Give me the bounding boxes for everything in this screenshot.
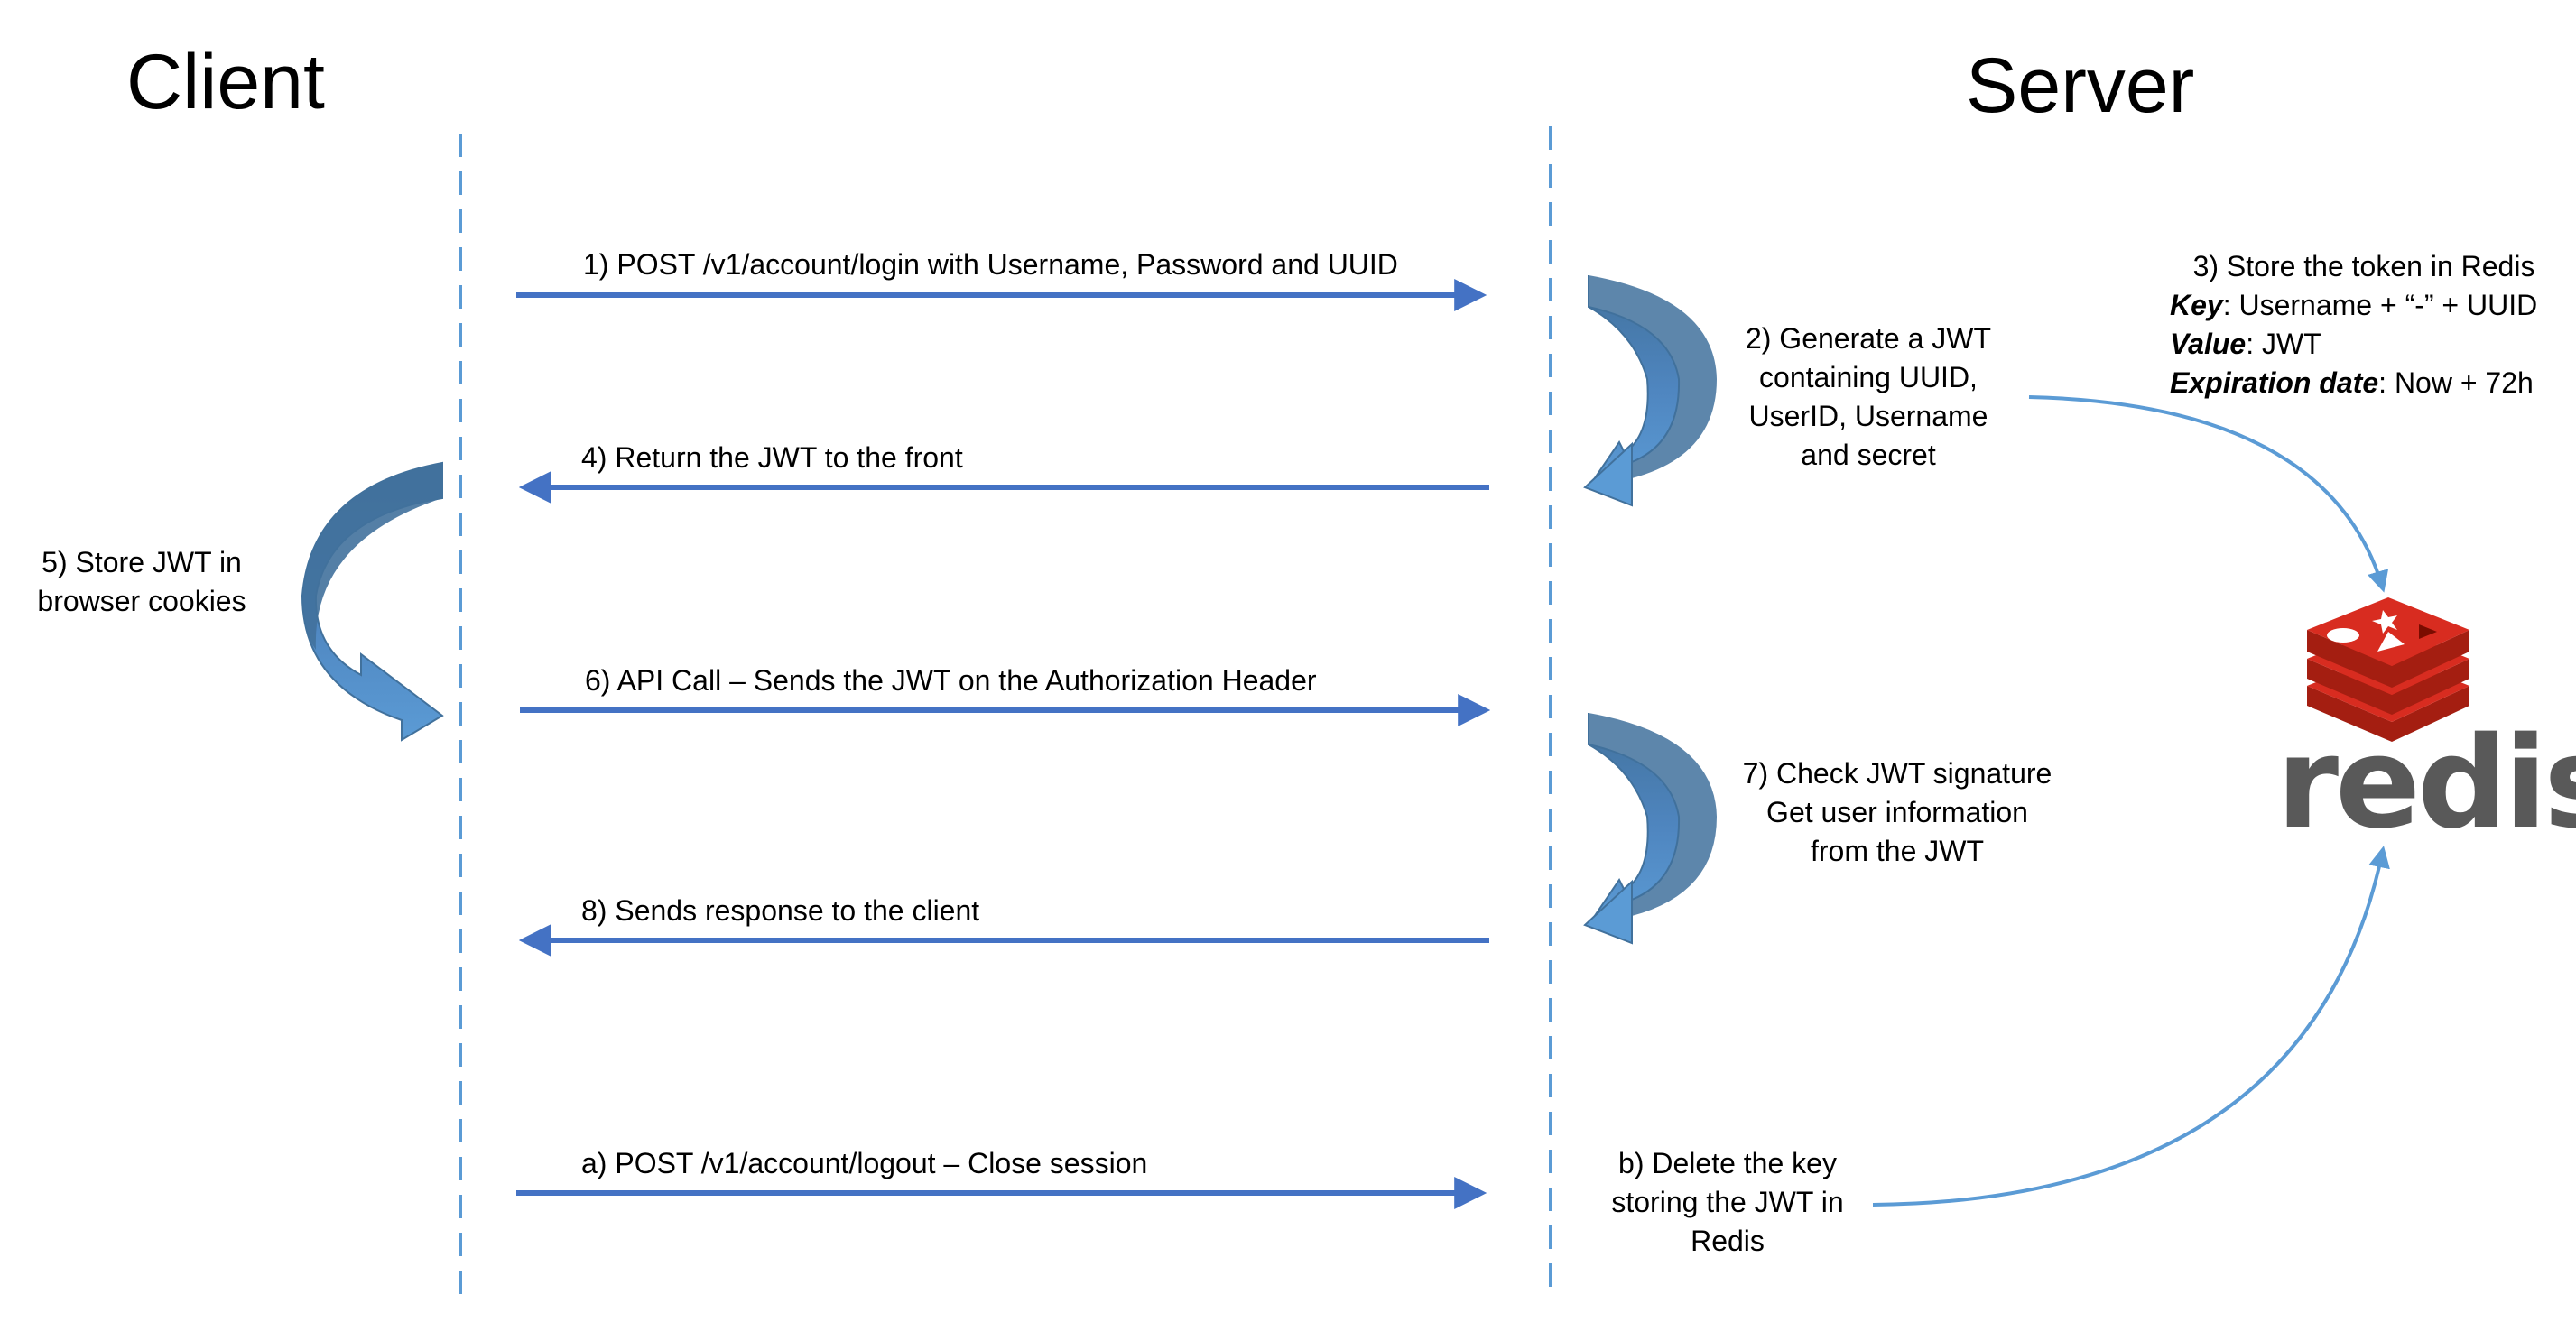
step-5-line-1: 5) Store JWT in [42, 546, 242, 578]
message-label-1: 1) POST /v1/account/login with Username,… [583, 248, 1398, 281]
redis-cube-icon [2307, 597, 2469, 742]
step-b-label: b) Delete the key storing the JWT in Red… [1592, 1144, 1863, 1261]
step-3-key-value: : Username + “-” + UUID [2222, 289, 2538, 321]
step-3-value-value: : JWT [2246, 328, 2321, 360]
redis-logo: redis [2276, 597, 2576, 857]
step-5-label: 5) Store JWT in browser cookies [20, 543, 264, 621]
loop-arrow-step-5 [301, 461, 444, 742]
step-3-key-line: Key: Username + “-” + UUID [2170, 286, 2558, 325]
server-title: Server [1966, 42, 2195, 129]
step-2-line-3: UserID, Username [1748, 400, 1988, 432]
step-5-line-2: browser cookies [37, 585, 246, 617]
step-b-line-3: Redis [1691, 1225, 1765, 1257]
step-7-line-2: Get user information [1766, 796, 2028, 828]
step-2-line-1: 2) Generate a JWT [1745, 322, 1992, 355]
step-2-line-2: containing UUID, [1759, 361, 1978, 393]
step-b-line-2: storing the JWT in [1611, 1186, 1844, 1218]
redis-wordmark: redis [2276, 710, 2576, 857]
step-3-label: 3) Store the token in Redis Key: Usernam… [2170, 247, 2558, 402]
step-b-line-1: b) Delete the key [1618, 1147, 1837, 1179]
message-label-4: 4) Return the JWT to the front [581, 441, 963, 474]
step-7-line-3: from the JWT [1810, 835, 1984, 867]
step-3-expiration-value: : Now + 72h [2378, 366, 2534, 399]
step-7-line-1: 7) Check JWT signature [1742, 757, 2052, 790]
message-label-6: 6) API Call – Sends the JWT on the Autho… [585, 664, 1317, 697]
step-3-value-label: Value [2170, 328, 2247, 360]
client-title: Client [126, 39, 325, 125]
step-2-line-4: and secret [1801, 439, 1936, 471]
step-3-value-line: Value: JWT [2170, 325, 2558, 364]
loop-arrow-step-7 [1583, 713, 1717, 945]
loop-arrow-step-2 [1583, 275, 1717, 507]
step-3-title: 3) Store the token in Redis [2192, 250, 2535, 282]
connector-from-delete [1872, 846, 2390, 1207]
step-7-label: 7) Check JWT signature Get user informat… [1726, 754, 2069, 871]
step-3-key-label: Key [2170, 289, 2223, 321]
connector-to-redis [2028, 395, 2389, 593]
message-label-8: 8) Sends response to the client [581, 894, 980, 927]
message-label-a: a) POST /v1/account/logout – Close sessi… [581, 1147, 1148, 1179]
step-3-expiration-label: Expiration date [2170, 366, 2379, 399]
step-2-label: 2) Generate a JWT containing UUID, UserI… [1733, 319, 2004, 475]
step-3-expiration-line: Expiration date: Now + 72h [2170, 364, 2558, 402]
